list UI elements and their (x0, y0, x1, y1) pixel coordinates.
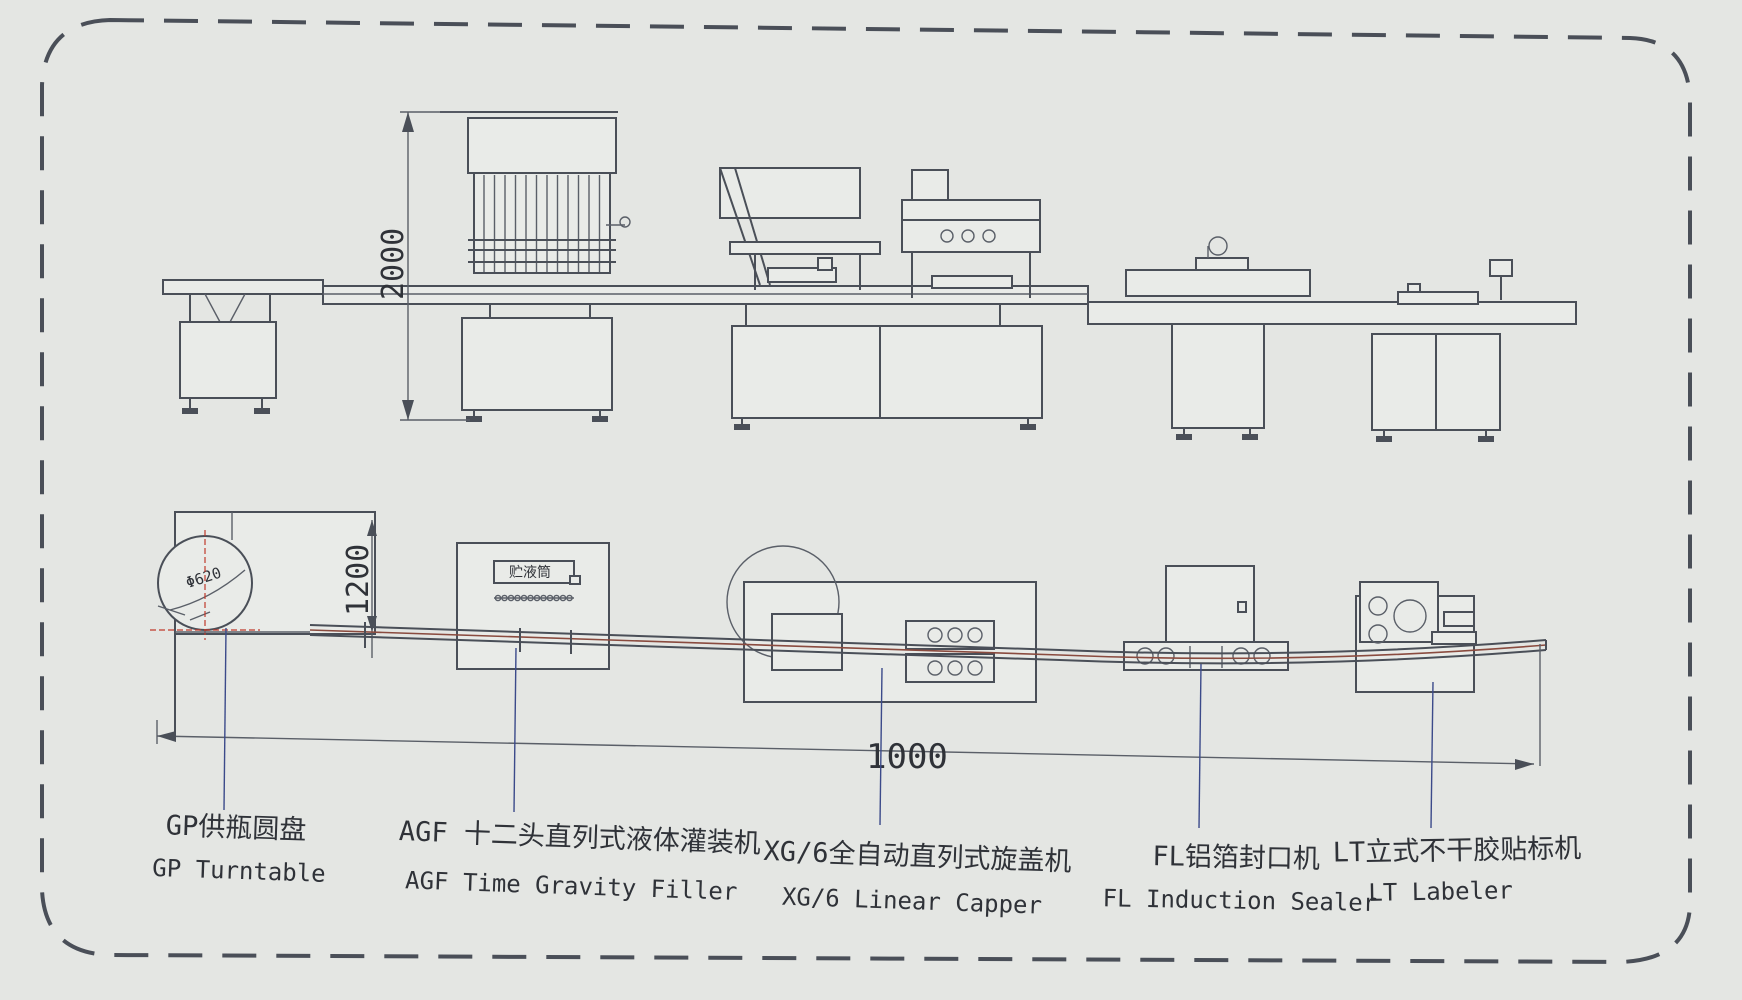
height-dimension-label: 2000 (376, 228, 411, 300)
filler-nozzle-plan (546, 594, 554, 602)
depth-dimension-label: 1200 (341, 544, 376, 616)
label-gp-cn: GP供瓶圆盘 (165, 810, 307, 846)
label-agf-cn: AGF 十二头直列式液体灌装机 (398, 816, 761, 860)
filler-nozzle-plan (540, 594, 547, 602)
filler-nozzle-plan (533, 594, 541, 602)
filler-nozzle-plan (514, 594, 521, 602)
label-xg-en: XG/6 Linear Capper (782, 883, 1043, 920)
height-dimension: 2000 (376, 111, 470, 421)
label-lt-cn: LT立式不干胶贴标机 (1332, 833, 1581, 868)
filler-nozzle-plan (501, 594, 508, 602)
side-labeler (1371, 259, 1513, 442)
label-xg-capper: XG/6全自动直列式旋盖机 XG/6 Linear Capper (763, 836, 1072, 920)
plan-conveyor (175, 622, 1547, 665)
side-capper (719, 167, 1043, 430)
side-turntable-stand (179, 293, 277, 414)
label-xg-cn: XG/6全自动直列式旋盖机 (763, 836, 1072, 878)
length-dimension: 1000 (156, 644, 1541, 777)
plan-view: Φ620 1200 贮液筒 (150, 511, 1547, 829)
side-conveyor (162, 279, 1577, 325)
label-gp-turntable: GP供瓶圆盘 GP Turntable (152, 810, 326, 888)
plan-filler: 贮液筒 (456, 542, 610, 670)
label-fl-cn: FL铝箔封口机 (1152, 841, 1320, 875)
label-agf-en: AGF Time Gravity Filler (405, 866, 738, 906)
plan-labeler (1355, 581, 1477, 693)
filler-nozzle-plan (527, 594, 534, 602)
leader-lines (223, 627, 1434, 829)
length-dimension-label: 1000 (866, 737, 948, 777)
depth-dimension: 1200 (341, 520, 377, 658)
filler-nozzle-plan (553, 594, 560, 602)
side-filler (440, 111, 631, 422)
label-lt-en: LT Labeler (1368, 876, 1513, 907)
filler-nozzle-plan (520, 594, 528, 602)
label-fl-en: FL Induction Sealer (1102, 884, 1377, 917)
filler-nozzle-plan (559, 594, 567, 602)
label-gp-en: GP Turntable (152, 854, 326, 888)
plan-turntable: Φ620 (150, 511, 376, 740)
label-fl-sealer: FL铝箔封口机 FL Induction Sealer (1102, 841, 1377, 917)
label-agf-filler: AGF 十二头直列式液体灌装机 AGF Time Gravity Filler (398, 816, 761, 906)
filler-nozzle-plan (566, 594, 573, 602)
dashed-frame (40, 17, 1692, 965)
side-sealer (1125, 236, 1311, 440)
side-view: 2000 (162, 111, 1577, 442)
filler-nozzle-plan (494, 594, 502, 602)
plan-sealer (1123, 565, 1289, 671)
machine-labels: GP供瓶圆盘 GP Turntable AGF 十二头直列式液体灌装机 AGF … (152, 810, 1582, 920)
tank-label: 贮液筒 (509, 564, 551, 581)
label-lt-labeler: LT立式不干胶贴标机 LT Labeler (1332, 833, 1581, 907)
filler-nozzle-plan (507, 594, 515, 602)
